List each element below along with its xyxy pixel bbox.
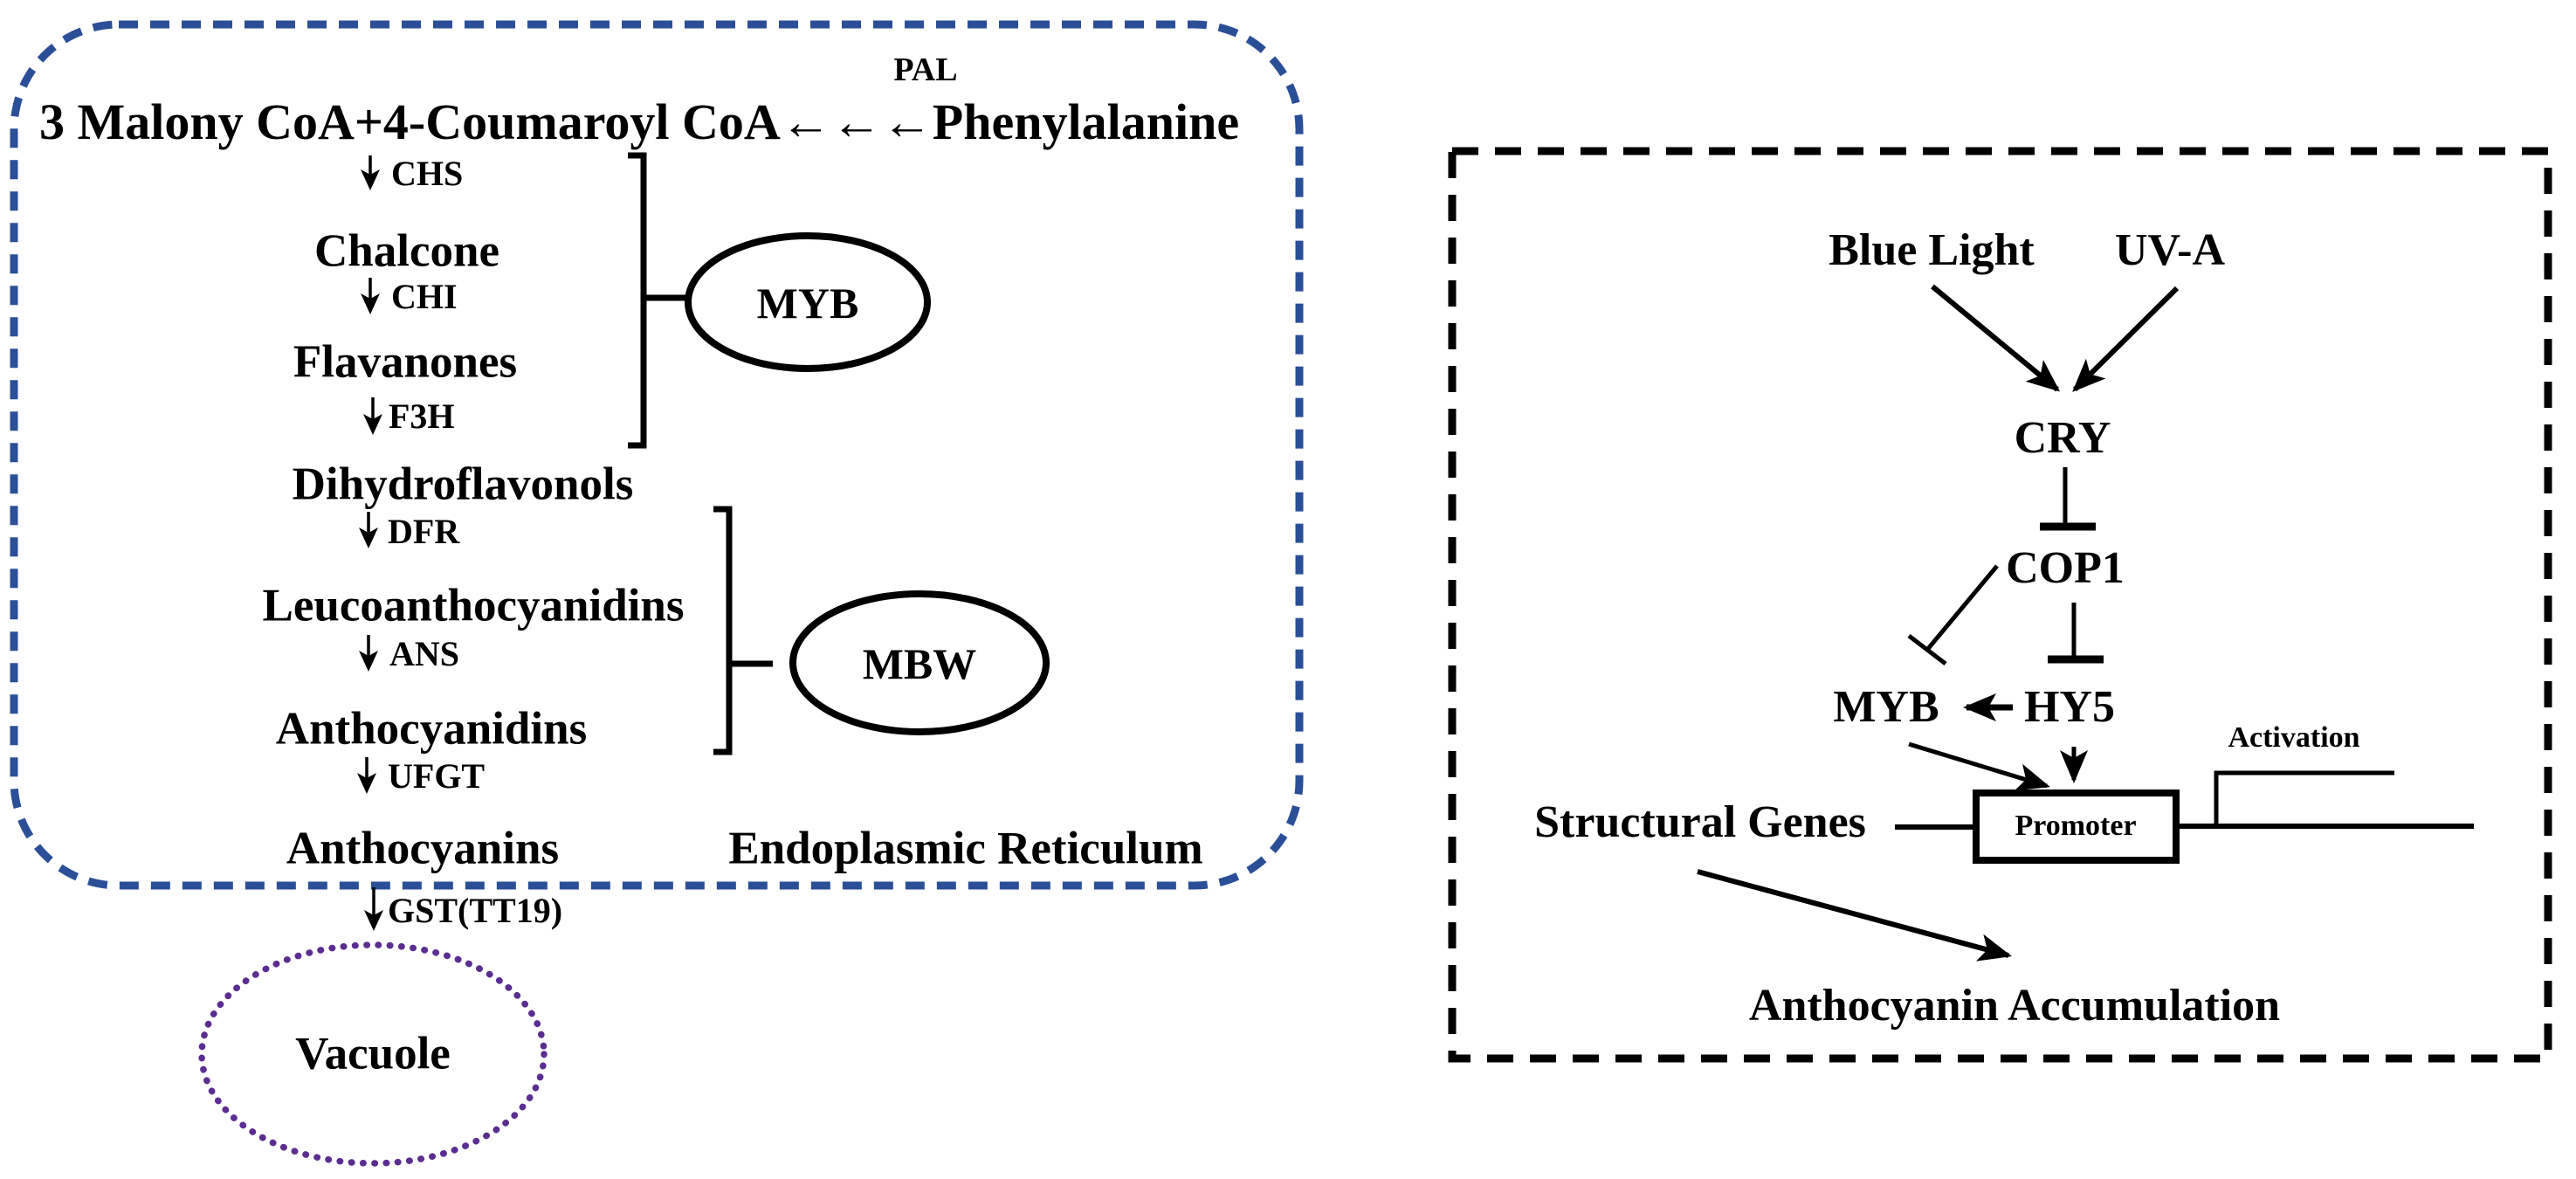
mbw-ellipse: [789, 590, 1050, 735]
anthocyanin-accumulation-label: Anthocyanin Accumulation: [1748, 981, 2281, 1031]
ufgt-enzyme-label: UFGT: [388, 756, 486, 796]
cop1-myb-inhibit-bar: [1907, 634, 1947, 665]
leucoanthocyanidins-label: Leucoanthocyanidins: [262, 580, 685, 631]
gst-tt19-enzyme-label: GST(TT19): [388, 891, 563, 930]
substrate-title: 3 Malony CoA+4-Coumaroyl CoA←←←Phenylala…: [39, 93, 1240, 150]
cop1-myb-inhibit-stem: [1925, 564, 1999, 652]
activation-transcription-line: [2214, 770, 2394, 826]
uva-label: UV-A: [2114, 225, 2226, 275]
myb-right-label: MYB: [1833, 682, 1939, 732]
anthocyanins-label: Anthocyanins: [286, 823, 560, 874]
vacuole-ellipse: [198, 941, 548, 1167]
mbw-bracket: [713, 506, 733, 755]
endoplasmic-reticulum-label: Endoplasmic Reticulum: [728, 823, 1203, 874]
cry-label: CRY: [2014, 413, 2111, 463]
myb-bracket: [628, 152, 647, 449]
structural-genes-label: Structural Genes: [1534, 797, 1866, 847]
vacuole-label: Vacuole: [295, 1028, 451, 1079]
flavanones-label: Flavanones: [293, 336, 518, 388]
ans-enzyme-label: ANS: [389, 634, 460, 673]
genes-to-accumulation-arrow: [1697, 869, 2012, 962]
mbw-ellipse-label: MBW: [862, 639, 977, 688]
hy5-label: HY5: [2024, 682, 2115, 732]
dihydroflavonols-label: Dihydroflavonols: [292, 458, 634, 510]
myb-to-promoter-arrow: [1908, 741, 2050, 791]
promoter-box: [1973, 789, 2180, 864]
promoter-label: Promoter: [2015, 810, 2137, 842]
pal-enzyme-label: PAL: [893, 52, 958, 88]
light-signaling-panel-border: [1448, 147, 2552, 1063]
anthocyanidins-label: Anthocyanidins: [275, 703, 588, 755]
blue-light-to-cry-arrow: [1931, 284, 2061, 392]
activation-label: Activation: [2228, 721, 2360, 754]
cop1-label: COP1: [2006, 543, 2125, 593]
blue-light-label: Blue Light: [1829, 225, 2035, 275]
myb-ellipse-label: MYB: [756, 279, 859, 328]
chi-enzyme-label: CHI: [391, 277, 458, 316]
chalcone-label: Chalcone: [314, 225, 499, 277]
uva-to-cry-arrow: [2072, 286, 2180, 392]
myb-ellipse: [685, 232, 931, 372]
dfr-enzyme-label: DFR: [388, 512, 460, 551]
f3h-enzyme-label: F3H: [389, 396, 455, 436]
chs-enzyme-label: CHS: [391, 154, 464, 193]
biosynthesis-panel-border: [10, 20, 1304, 890]
